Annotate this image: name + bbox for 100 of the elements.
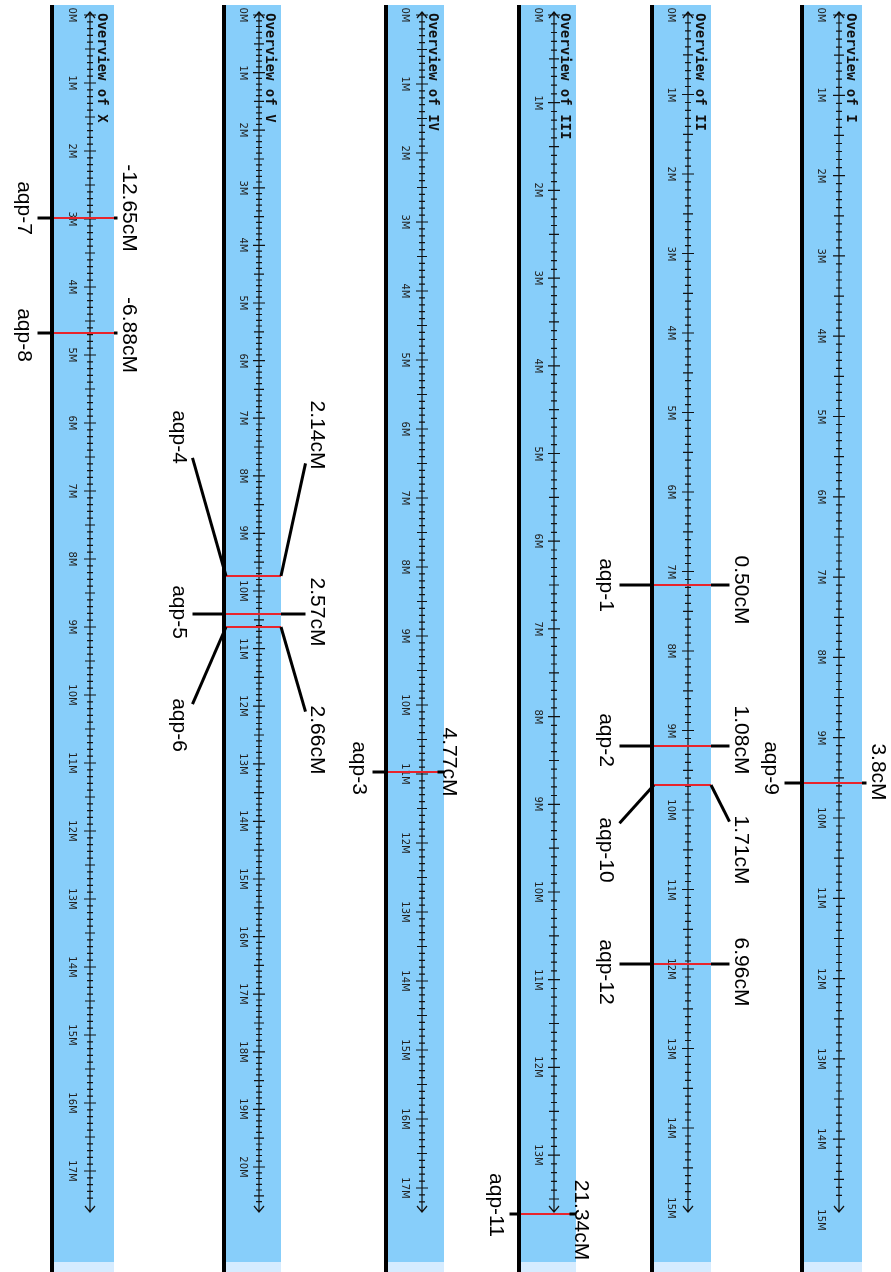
tick-label: 7M: [666, 564, 676, 579]
tick-label: 11M: [666, 878, 676, 901]
tick-label: 3M: [666, 246, 676, 261]
marker-line: [54, 217, 114, 219]
tick-label: 3M: [400, 214, 410, 230]
tick-label: 8M: [816, 649, 826, 665]
tick-label: 2M: [533, 182, 543, 198]
tick-label: 0M: [67, 7, 77, 23]
tick-label: 7M: [816, 569, 826, 585]
tick-label: 12M: [400, 832, 410, 854]
tick-label: 1M: [666, 87, 676, 102]
track-title: Overview of II: [694, 13, 708, 131]
tick-label: 4M: [816, 328, 826, 344]
position-label: 1.08cM: [730, 705, 754, 775]
leader-line: [114, 216, 118, 220]
tick-label: 18M: [238, 1041, 248, 1063]
tick-label: 15M: [816, 1208, 826, 1231]
tick-label: 3M: [533, 270, 543, 286]
tick-label: 10M: [816, 807, 826, 829]
tick-label: 10M: [400, 694, 410, 716]
tick-label: 19M: [238, 1098, 248, 1121]
tick-label: 14M: [816, 1128, 826, 1150]
tick-label: 12M: [238, 695, 248, 717]
tick-label: 14M: [400, 970, 410, 992]
tick-label: 9M: [666, 723, 676, 738]
tick-label: 14M: [666, 1117, 676, 1139]
tick-label: 1M: [67, 75, 77, 91]
leader-line: [862, 781, 867, 785]
gene-label: aqp-3: [348, 741, 372, 795]
tick-label: 2M: [666, 166, 676, 182]
position-label: aqp-6: [168, 698, 192, 752]
track-title: Overview of III: [559, 13, 573, 140]
gene-label: aqp-9: [760, 741, 784, 795]
tick-label: 5M: [67, 347, 77, 363]
leader-line: [711, 962, 730, 966]
tick-label: 7M: [533, 621, 543, 637]
tick-label: 2M: [816, 168, 826, 184]
tick-label: 12M: [816, 967, 826, 990]
tick-label: 7M: [400, 490, 410, 506]
tick-label: 13M: [400, 901, 410, 923]
position-label: aqp-4: [168, 410, 192, 464]
tick-label: 1M: [400, 76, 410, 92]
tick-label: 17M: [400, 1177, 410, 1199]
tick-label: 0M: [816, 7, 826, 23]
tick-label: 3M: [238, 180, 248, 196]
tick-label: 13M: [666, 1037, 676, 1060]
position-label: 2.57cM: [306, 577, 330, 647]
tick-label: 14M: [67, 956, 77, 978]
tick-label: 4M: [533, 358, 543, 374]
tick-label: 6M: [816, 489, 826, 505]
gene-label: aqp-8: [13, 308, 37, 362]
leader-line: [281, 612, 306, 616]
tick-label: 6M: [238, 353, 248, 369]
tick-label: 8M: [666, 643, 676, 659]
tick-label: 20M: [238, 1156, 248, 1178]
tick-label: 6M: [533, 533, 543, 549]
tick-label: 4M: [238, 237, 248, 253]
leader-line: [569, 1212, 576, 1216]
position-label: 3.8cM: [867, 743, 891, 801]
tick-label: 7M: [67, 483, 77, 499]
position-label: -6.88cM: [118, 297, 142, 373]
tick-label: 11M: [533, 969, 543, 991]
tick-label: 13M: [816, 1048, 826, 1070]
tick-label: 16M: [67, 1092, 77, 1114]
tick-label: 15M: [400, 1039, 410, 1061]
marker-line: [804, 782, 862, 784]
gene-label: aqp-11: [485, 1173, 509, 1237]
tick-label: 9M: [816, 730, 826, 746]
marker-line: [54, 332, 114, 334]
tick-label: 6M: [67, 415, 77, 431]
chromosome-band: [222, 5, 281, 1272]
position-label: 2.14cM: [306, 400, 330, 470]
tick-label: 15M: [238, 868, 248, 890]
tick-label: 8M: [533, 709, 543, 725]
position-label: aqp-2: [595, 713, 619, 767]
tick-label: 1M: [533, 95, 543, 111]
chromosome-band: [650, 5, 711, 1272]
tick-label: 16M: [400, 1108, 410, 1130]
tick-label: 10M: [533, 881, 543, 903]
tick-label: 3M: [67, 211, 77, 227]
marker-line: [654, 584, 711, 586]
leader-line: [191, 626, 228, 705]
tick-label: 0M: [238, 7, 248, 23]
tick-label: 5M: [816, 409, 826, 424]
tick-label: 14M: [238, 810, 248, 833]
tick-label: 11M: [67, 752, 77, 774]
position-label: 1.71cM: [730, 815, 754, 885]
position-label: aqp-10: [595, 817, 619, 883]
tick-label: 0M: [400, 7, 410, 23]
tick-label: 5M: [238, 295, 248, 311]
marker-line: [226, 575, 281, 577]
tick-label: 15M: [67, 1024, 77, 1046]
track-title: Overview of V: [264, 13, 278, 123]
marker-line: [226, 626, 281, 628]
gene-label: aqp-7: [13, 181, 37, 235]
tick-label: 17M: [67, 1160, 77, 1182]
position-label: -12.65cM: [118, 164, 142, 252]
tick-label: 10M: [238, 580, 248, 602]
tick-label: 6M: [400, 421, 410, 437]
tick-label: 8M: [67, 551, 77, 567]
